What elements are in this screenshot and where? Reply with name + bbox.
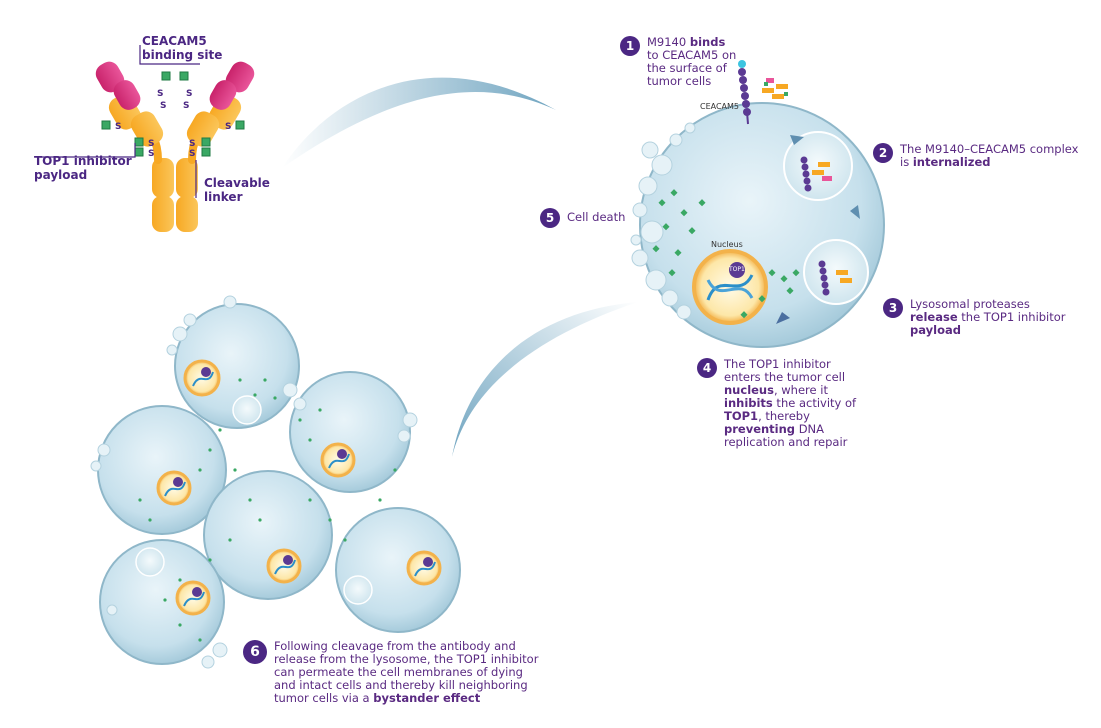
binding-site-label: CEACAM5 binding site	[142, 34, 223, 62]
svg-text:S: S	[189, 149, 195, 159]
step-text-segment: the activity of	[772, 396, 857, 410]
step-text-segment: bystander effect	[373, 691, 481, 705]
step-text: Cell death	[567, 211, 625, 224]
svg-text:S: S	[160, 101, 166, 111]
step-text-segment: preventing	[724, 422, 796, 436]
step-text-segment: Cell death	[567, 210, 626, 224]
linker-label: Cleavable linker	[204, 176, 270, 204]
step-text-segment: the TOP1 inhibitor	[957, 310, 1066, 324]
svg-text:S: S	[183, 101, 189, 111]
payload-label: TOP1 inhibitor payload	[34, 154, 132, 182]
step-text: The M9140–CEACAM5 complex is internalize…	[900, 143, 1083, 169]
svg-text:S: S	[157, 89, 163, 99]
step-1: 1 M9140 binds to CEACAM5 on the surface …	[620, 36, 740, 88]
step-text-segment: Lysosomal proteases	[910, 297, 1030, 311]
step-text-segment: The TOP1 inhibitor enters the tumor cell	[724, 357, 846, 384]
svg-text:S: S	[148, 149, 154, 159]
svg-text:S: S	[225, 122, 231, 132]
payload-diamonds	[652, 189, 800, 319]
svg-text:S: S	[148, 139, 154, 149]
step-3: 3 Lysosomal proteases release the TOP1 i…	[883, 298, 1073, 337]
cluster-cell	[335, 507, 461, 633]
step-number: 5	[540, 208, 560, 228]
step-text-segment: to CEACAM5 on the surface of tumor cells	[647, 48, 737, 88]
step-text-segment: binds	[689, 35, 726, 49]
step-text-segment: M9140	[647, 35, 690, 49]
cluster-cell	[203, 470, 333, 600]
step-text-segment: DNA replication and repair	[724, 422, 848, 449]
step-text-segment: TOP1	[724, 409, 759, 423]
ceacam5-receptor	[738, 60, 751, 125]
swoosh-arrow-bottom	[452, 302, 638, 457]
step-5: 5 Cell death	[540, 208, 660, 228]
step-number: 4	[697, 358, 717, 378]
step-text: Lysosomal proteases release the TOP1 inh…	[910, 298, 1073, 337]
step-number: 1	[620, 36, 640, 56]
step-text-segment: The M9140–CEACAM5 complex is	[900, 142, 1079, 169]
svg-text:S: S	[189, 139, 195, 149]
step-text: Following cleavage from the antibody and…	[274, 640, 543, 705]
step-text-segment: , where it	[773, 383, 828, 397]
step-text-segment: internalized	[912, 155, 991, 169]
svg-text:S: S	[186, 89, 192, 99]
ceacam5-label: CEACAM5	[700, 102, 740, 111]
swoosh-arrow-top	[282, 77, 556, 168]
step-number: 3	[883, 298, 903, 318]
step-text: M9140 binds to CEACAM5 on the surface of…	[647, 36, 740, 88]
step-text-segment: release	[910, 310, 958, 324]
step-6: 6 Following cleavage from the antibody a…	[243, 640, 543, 705]
step-text-segment: inhibits	[724, 396, 773, 410]
cluster-cell	[174, 303, 300, 429]
step-number: 2	[873, 143, 893, 163]
step-2: 2 The M9140–CEACAM5 complex is internali…	[873, 143, 1083, 169]
cell-cluster	[90, 295, 461, 669]
top1-label: TOP1	[729, 266, 745, 273]
step-4: 4 The TOP1 inhibitor enters the tumor ce…	[697, 358, 867, 449]
svg-text:S: S	[115, 122, 121, 132]
step-text-segment: payload	[910, 323, 961, 337]
nucleus-label: Nucleus	[711, 240, 743, 249]
main-tumor-cell	[630, 102, 885, 348]
step-number: 6	[243, 640, 267, 664]
step-text: The TOP1 inhibitor enters the tumor cell…	[724, 358, 867, 449]
step-text-segment: , thereby	[758, 409, 810, 423]
cluster-cell	[289, 371, 411, 493]
step-text-segment: nucleus	[724, 383, 774, 397]
cluster-cell	[99, 539, 225, 665]
adc-molecule-small	[762, 78, 788, 99]
step-text-segment: Following cleavage from the antibody and…	[274, 639, 539, 705]
